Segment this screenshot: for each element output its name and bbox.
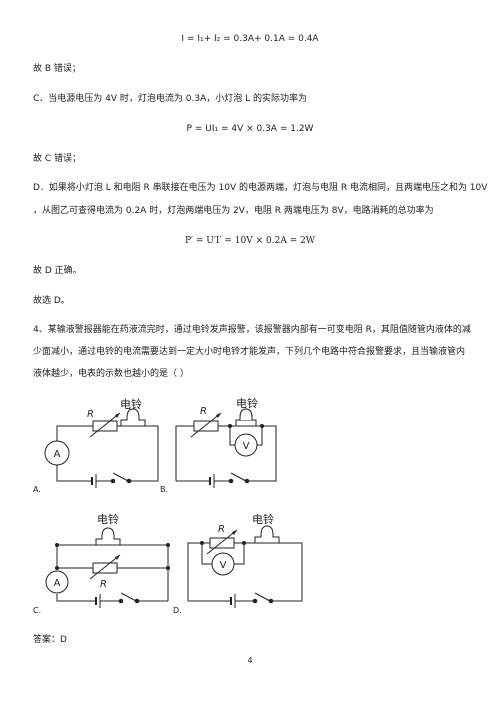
resistor-label: R <box>100 579 107 590</box>
conclusion-c: 故 C 错误； <box>33 154 82 164</box>
bell-label: 电铃 <box>236 396 258 410</box>
option-d-line-2: ，从图乙可查得电流为 0.2A 时，灯泡两端电压为 2V，电阻 R 两端电压为 … <box>33 206 434 216</box>
question-4-line-1: 4、某输液警报器能在药液流完时，通过电铃发声报警，该报警器内部有一可变电阻 R，… <box>33 325 471 335</box>
resistor-r <box>92 562 118 574</box>
formula-3: P′ = U′I′ = 10V × 0.2A = 2W <box>184 236 316 246</box>
circuit-b: V R 电铃 B. <box>160 396 277 494</box>
variable-arrow <box>206 529 238 555</box>
conclusion-d: 故 D 正确。 <box>33 266 82 276</box>
switch <box>254 592 271 602</box>
conclusion-b: 故 B 错误； <box>33 64 81 74</box>
circuit-c: A R 电铃 C. <box>33 512 170 615</box>
ammeter-icon <box>44 440 70 466</box>
answer-line: 答案：D <box>33 635 67 645</box>
option-c-label: C. <box>33 606 41 615</box>
option-a-label: A. <box>33 485 41 494</box>
bell-label: 电铃 <box>97 512 119 526</box>
switch <box>112 472 129 482</box>
voltmeter-icon <box>211 552 235 576</box>
formula-1: I = I₁+ I₂ = 0.3A+ 0.1A = 0.4A <box>181 34 319 44</box>
bell-icon <box>235 419 257 427</box>
question-4-line-3: 液体越少，电表的示数也越小的是（ ） <box>33 369 189 379</box>
bell-icon <box>254 525 280 544</box>
voltmeter-symbol: V <box>243 441 250 452</box>
option-d-line-1: D．如果将小灯泡 L 和电阻 R 串联接在电压为 10V 的电源两端，灯泡与电阻… <box>33 183 488 193</box>
bell-icon <box>120 408 146 427</box>
voltmeter-icon <box>234 433 258 457</box>
ammeter-symbol: A <box>54 578 61 589</box>
bell-icon <box>95 527 121 546</box>
resistor-label: R <box>218 524 225 535</box>
page-number: 4 <box>247 656 253 665</box>
choose-answer: 故选 D。 <box>33 296 70 306</box>
question-4-line-2: 少面减小，通过电铃的电流需要达到一定大小时电铃才能发声，下列几个电路中符合报警要… <box>33 347 466 357</box>
variable-arrow <box>89 554 121 580</box>
resistor-label: R <box>200 406 207 417</box>
voltmeter-symbol: V <box>220 560 227 571</box>
formula-2: P = UI₁ = 4V × 0.3A = 1.2W <box>186 124 314 134</box>
switch <box>230 472 247 482</box>
variable-arrow <box>190 412 222 438</box>
resistor-r <box>209 537 235 549</box>
switch <box>120 592 137 602</box>
option-b-label: B. <box>160 485 168 494</box>
ammeter-symbol: A <box>54 449 61 460</box>
circuit-a: A R 电铃 A. <box>33 397 159 494</box>
resistor-r <box>193 420 219 432</box>
resistor-r <box>92 420 118 432</box>
bell-label: 电铃 <box>252 512 274 526</box>
ammeter-icon <box>45 570 69 594</box>
variable-arrow <box>89 412 121 438</box>
option-d-label: D. <box>173 606 182 615</box>
resistor-label: R <box>87 409 94 420</box>
circuit-d: V R 电铃 D. <box>173 512 303 615</box>
option-c-text: C．当电源电压为 4V 时，灯泡电流为 0.3A，小灯泡 L 的实际功率为 <box>33 94 307 104</box>
bell-label: 电铃 <box>120 397 142 411</box>
